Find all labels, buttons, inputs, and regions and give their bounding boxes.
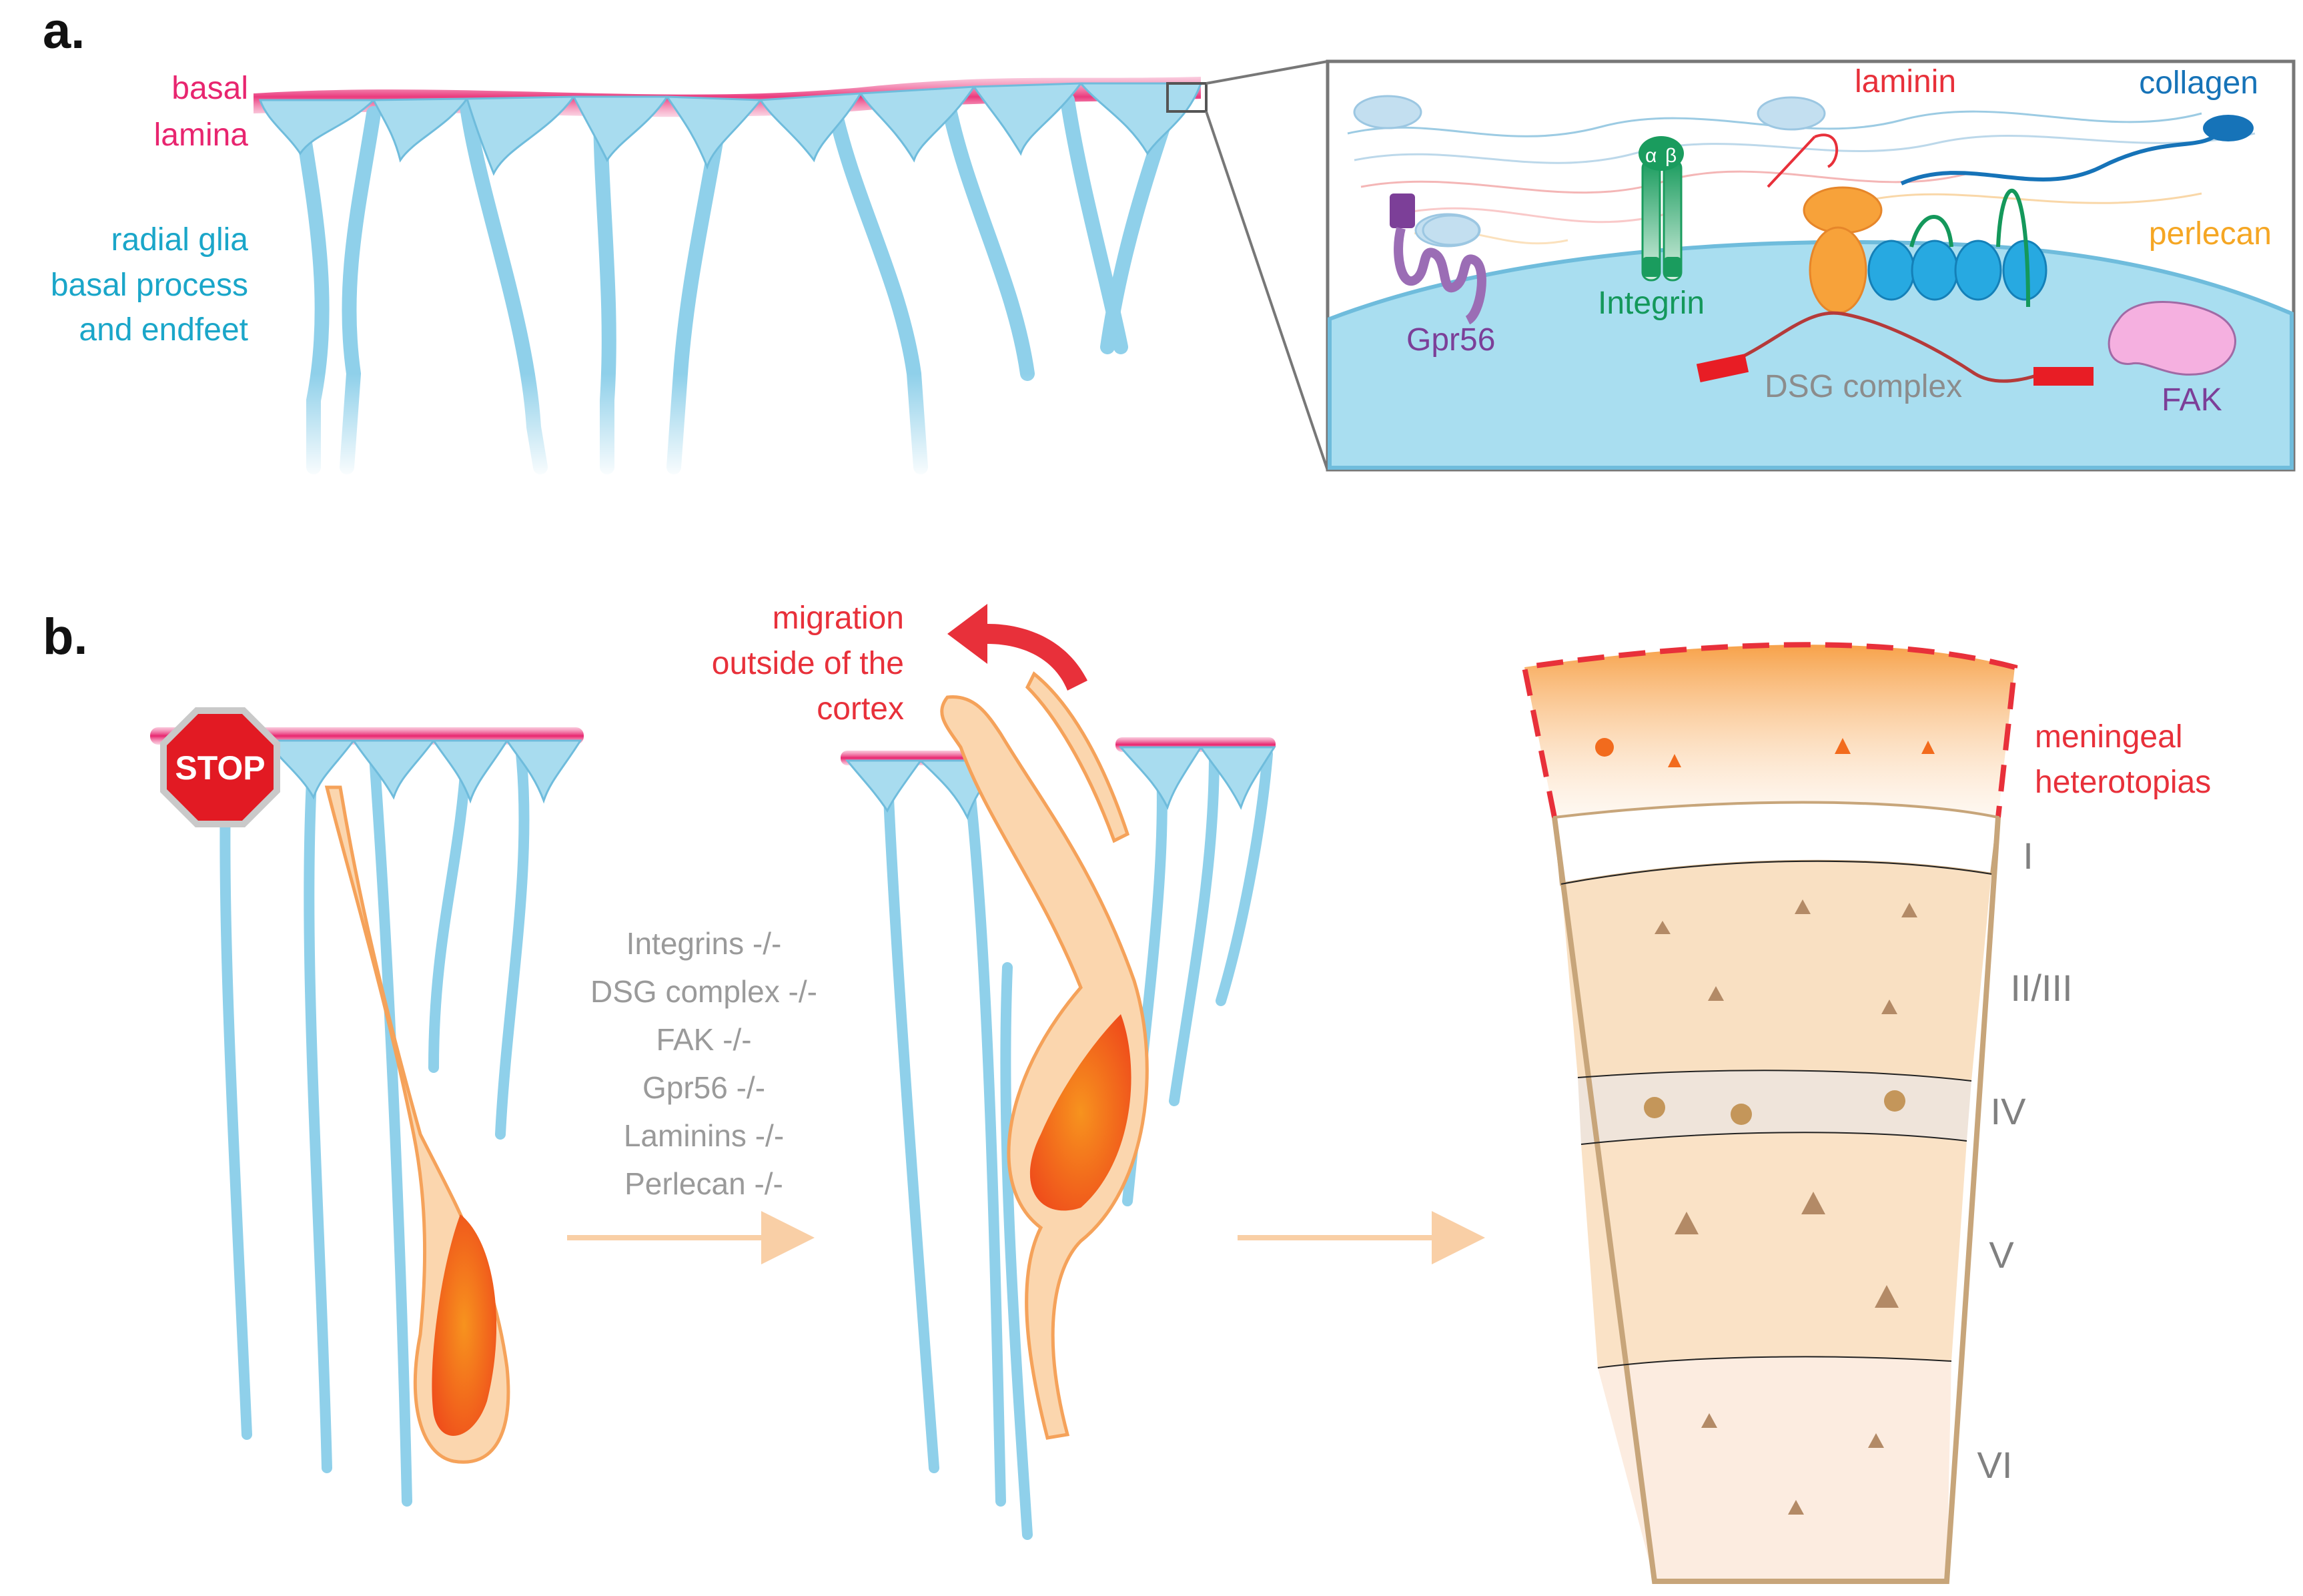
- layer-label-II-III: II/III: [2010, 967, 2072, 1009]
- collagen-head: [2203, 115, 2254, 141]
- cortical-neurons: [1644, 899, 1917, 1515]
- radial-glia-b-mid: [882, 749, 1273, 1540]
- gpr56-ligand: [1422, 214, 1480, 246]
- layer-label-V: V: [1989, 1234, 2014, 1276]
- nidogen-ellipse-1: [1353, 95, 1422, 129]
- mutant-label-1: Integrins -/-: [626, 926, 782, 961]
- layer-boundaries: [1560, 860, 1992, 1368]
- dsg-complex: [1696, 186, 2094, 386]
- fak-label: FAK: [2162, 382, 2222, 418]
- glia-fade-a: [254, 374, 1221, 480]
- migrating-neuron-mid: [940, 671, 1149, 1440]
- radial-glia-label-1: radial glia: [111, 222, 249, 258]
- basal-lamina-label-1: basal: [171, 71, 248, 106]
- integrin-beta: β: [1665, 145, 1677, 167]
- layer-label-VI: VI: [1977, 1444, 2013, 1486]
- laminin-molecule: [1767, 133, 1838, 188]
- stop-label: STOP: [175, 749, 265, 787]
- radial-glia-endfeet-a: [258, 82, 1203, 176]
- gpr56-receptor: [1390, 193, 1486, 325]
- cortex-column: [1521, 642, 2018, 1584]
- migrating-neuron-mid-soma: [1029, 1014, 1131, 1211]
- mutant-label-2: DSG complex -/-: [590, 974, 817, 1009]
- cell-membrane: [1328, 240, 2294, 470]
- stop-sign-icon: [160, 707, 280, 827]
- heterotopia-neurons: [1595, 738, 1935, 767]
- layer-V: [1581, 1132, 1967, 1368]
- mutant-label-6: Perlecan -/-: [624, 1166, 783, 1201]
- layer-label-IV: IV: [1991, 1090, 2027, 1132]
- basal-lamina-label-2: lamina: [154, 117, 249, 153]
- mutant-label-4: Gpr56 -/-: [642, 1070, 765, 1105]
- inset-panel: α β laminin collagen perlecan Integrin G…: [1326, 59, 2296, 472]
- panel-a-letter: a.: [43, 3, 85, 59]
- migration-label-2: outside of the: [712, 646, 904, 681]
- collagen-label: collagen: [2139, 65, 2258, 101]
- panel-b-letter: b.: [43, 609, 88, 665]
- perlecan-label: perlecan: [2149, 216, 2272, 252]
- fak-protein: [2108, 301, 2236, 376]
- mutant-label-5: Laminins -/-: [624, 1118, 784, 1153]
- layer-VI: [1598, 1356, 1951, 1581]
- gpr56-label: Gpr56: [1406, 322, 1495, 358]
- inset-connector-lines: [1205, 60, 1329, 471]
- radial-glia-label-3: and endfeet: [79, 312, 248, 348]
- migration-arrow-icon: [947, 604, 1087, 691]
- inset-marker-box: [1166, 82, 1208, 113]
- heterotopias-label-1: meningeal: [2035, 719, 2182, 755]
- nidogen-ellipse-2: [1757, 96, 1826, 131]
- cortex-outline: [1552, 817, 2001, 1584]
- dsg-complex-label: DSG complex: [1765, 369, 1962, 404]
- heterotopia-border: [1521, 642, 2018, 818]
- integrin-label: Integrin: [1598, 286, 1705, 321]
- layer-label-I: I: [2023, 835, 2033, 877]
- radial-glia-label-2: basal process: [51, 268, 248, 303]
- integrin-alpha: α: [1645, 145, 1657, 167]
- integrin-receptor: [1639, 136, 1684, 282]
- migrating-neuron-left-soma: [432, 1214, 497, 1437]
- mutant-label-3: FAK -/-: [656, 1022, 751, 1057]
- layer-IV: [1578, 1070, 1971, 1144]
- laminin-label: laminin: [1855, 64, 1956, 99]
- migration-label-3: cortex: [817, 691, 904, 727]
- collagen-fiber: [1900, 128, 2224, 185]
- migration-label-1: migration: [773, 601, 904, 636]
- heterotopias-label-2: heterotopias: [2035, 765, 2211, 800]
- heterotopia-zone: [1524, 645, 2015, 817]
- layer-II-III: [1561, 861, 1991, 1081]
